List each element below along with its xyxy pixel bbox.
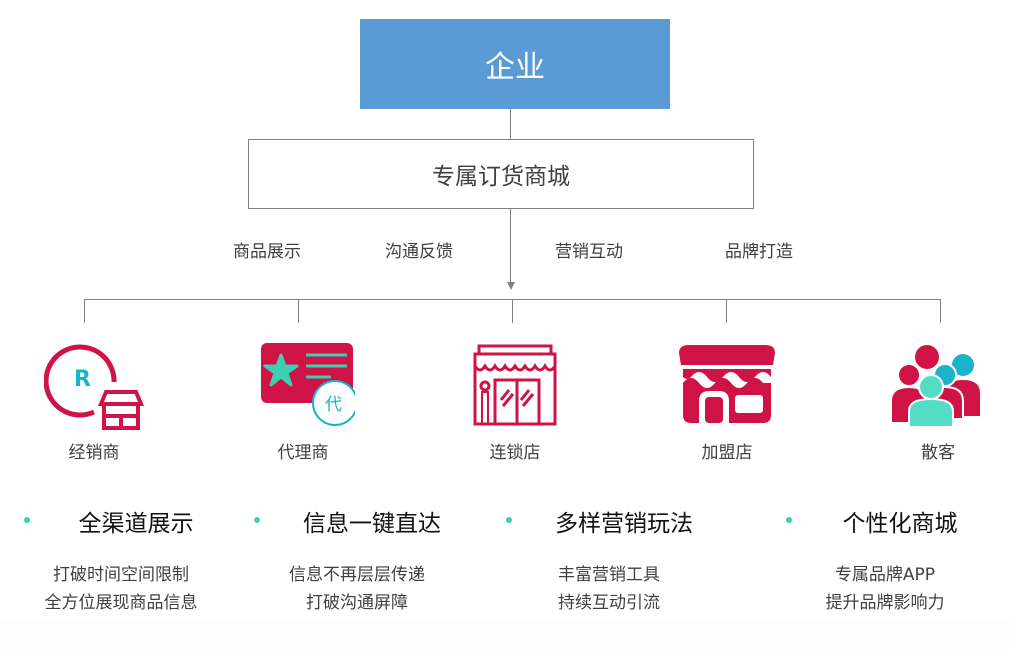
- footer-band: [0, 622, 1010, 650]
- customer-individual: 散客: [878, 336, 998, 463]
- platform-label: 专属订货商城: [432, 164, 570, 190]
- arrow-line: [510, 209, 511, 283]
- bullet-icon: [786, 517, 792, 523]
- svg-text:代: 代: [325, 395, 342, 415]
- benefit-description: 专属品牌APP 提升品牌影响力: [825, 565, 945, 613]
- benefit-description: 信息不再层层传递 打破沟通屏障: [289, 565, 425, 613]
- arrow-down-icon: [507, 282, 515, 290]
- customer-label: 加盟店: [701, 443, 753, 463]
- customer-franchise-store: 加盟店: [667, 336, 787, 463]
- bullet-icon: [24, 517, 30, 523]
- customer-label: 代理商: [277, 443, 329, 463]
- benefit-direct-info: 信息一键直达 信息不再层层传递 打破沟通屏障: [242, 504, 472, 617]
- customer-label: 连锁店: [489, 443, 541, 463]
- individual-customers-icon: [891, 345, 982, 427]
- customer-dealer: R 经销商: [34, 336, 154, 463]
- svg-text:R: R: [74, 367, 91, 392]
- chain-store-icon: [473, 344, 557, 426]
- feature-marketing: 营销互动: [555, 242, 623, 262]
- branch-line: [84, 299, 85, 323]
- feature-product-display: 商品展示: [233, 242, 301, 262]
- benefit-title: 信息一键直达: [242, 504, 472, 538]
- enterprise-node: 企业: [360, 19, 670, 109]
- customer-label: 经销商: [68, 443, 120, 463]
- benefit-title: 全渠道展示: [6, 504, 236, 538]
- branch-line: [512, 299, 513, 323]
- branch-line: [726, 299, 727, 323]
- bullet-icon: [254, 517, 260, 523]
- enterprise-label: 企业: [485, 50, 545, 85]
- agent-card-icon: 代: [261, 343, 355, 426]
- feature-communication: 沟通反馈: [385, 242, 453, 262]
- branch-line: [298, 299, 299, 323]
- connector-line: [510, 109, 511, 139]
- platform-node: 专属订货商城: [248, 139, 754, 209]
- franchise-store-icon: [679, 345, 775, 423]
- dealer-store-icon: R: [44, 344, 144, 430]
- benefit-title: 多样营销玩法: [494, 504, 724, 538]
- customer-chain-store: 连锁店: [455, 336, 575, 463]
- branch-line: [940, 299, 941, 323]
- customer-agent: 代 代理商: [243, 336, 363, 463]
- feature-branding: 品牌打造: [725, 242, 793, 262]
- benefit-personalized: 个性化商城 专属品牌APP 提升品牌影响力: [770, 504, 1000, 617]
- bullet-icon: [506, 517, 512, 523]
- benefit-description: 丰富营销工具 持续互动引流: [558, 565, 660, 613]
- benefit-description: 打破时间空间限制 全方位展现商品信息: [44, 565, 198, 613]
- benefit-title: 个性化商城: [770, 504, 1000, 538]
- benefit-marketing: 多样营销玩法 丰富营销工具 持续互动引流: [494, 504, 724, 617]
- benefit-omnichannel: 全渠道展示 打破时间空间限制 全方位展现商品信息: [6, 504, 236, 617]
- customer-label: 散客: [921, 443, 955, 463]
